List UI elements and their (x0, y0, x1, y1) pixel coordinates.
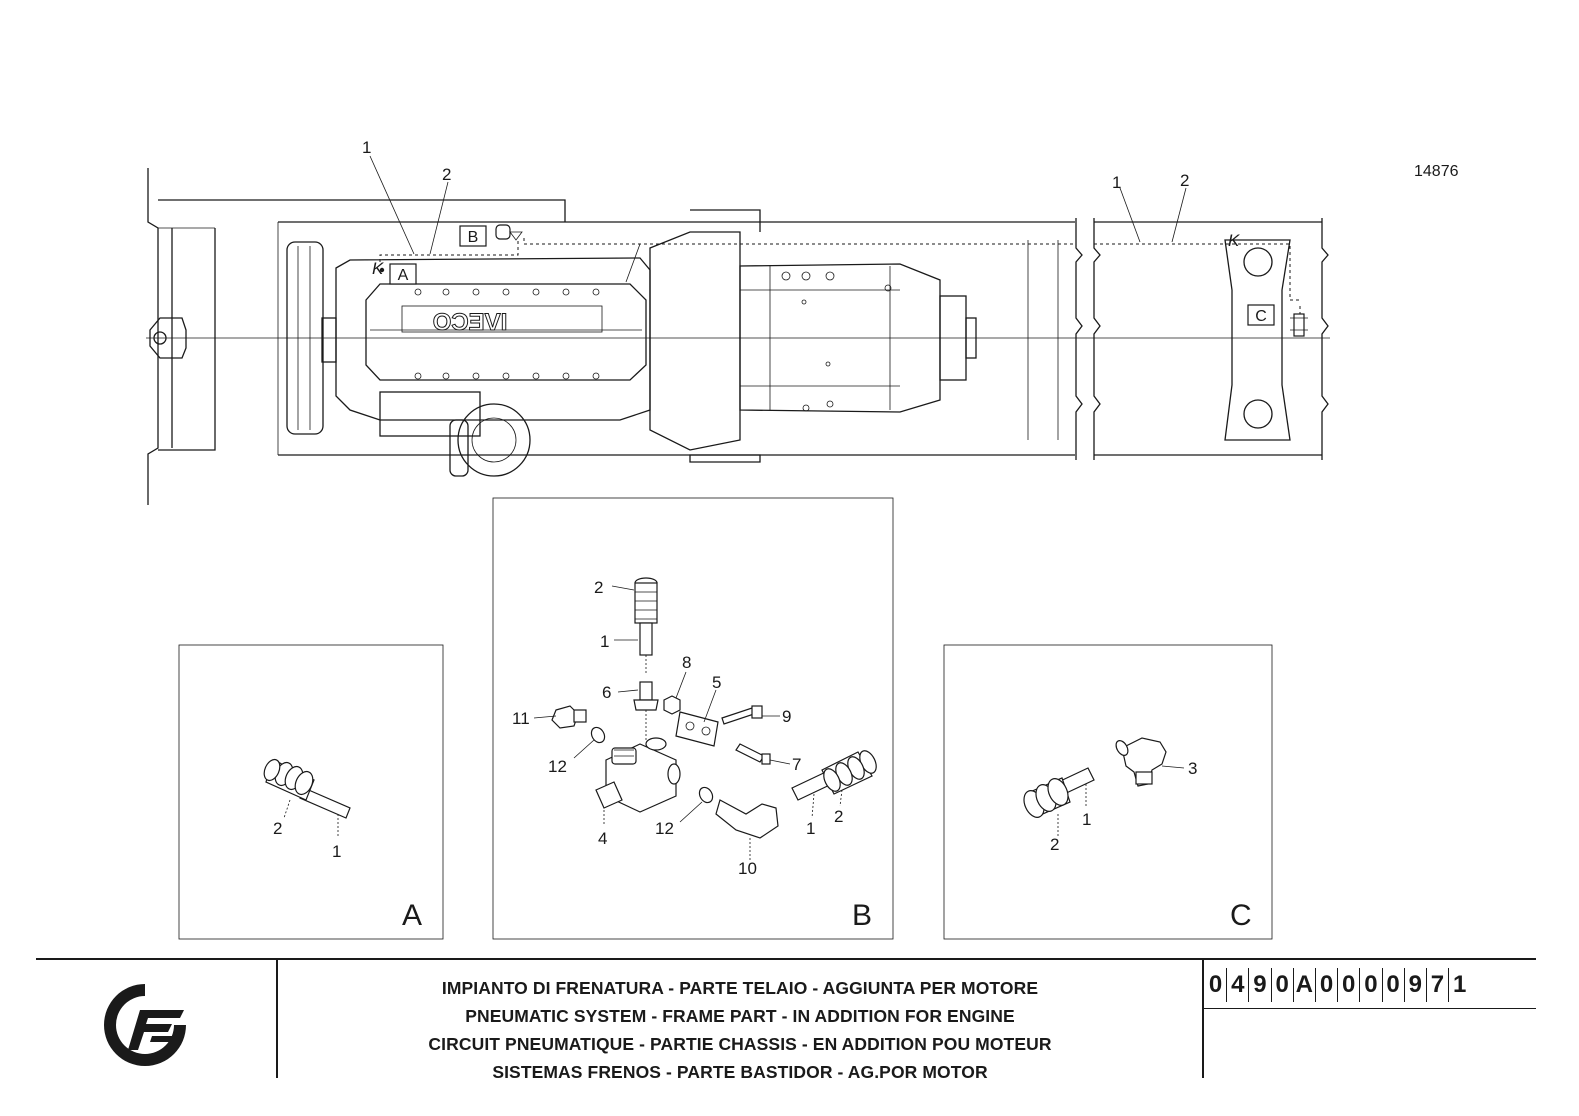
code-digit: 7 (1427, 968, 1450, 1002)
svg-text:K: K (372, 259, 384, 278)
main-callout-2: 2 (442, 165, 451, 184)
code-digit: 9 (1249, 968, 1272, 1002)
detail-c-parts (1023, 737, 1185, 836)
callout-box-b (459, 225, 487, 247)
detail-b-label-4: 4 (598, 829, 607, 848)
detail-b-letter: B (852, 899, 872, 932)
title-french: CIRCUIT PNEUMATIQUE - PARTIE CHASSIS - E… (428, 1034, 1052, 1054)
detail-b-label-6: 6 (602, 683, 611, 702)
code-digit: 9 (1405, 968, 1427, 1002)
title-block: IMPIANTO DI FRENATURA - PARTE TELAIO - A… (0, 958, 1579, 1116)
title-block-divider-right (1202, 960, 1204, 1078)
callout-box-a (389, 263, 417, 285)
code-digit: 1 (1452, 971, 1467, 998)
code-digit: 0 (1272, 968, 1294, 1002)
detail-b-label-7: 7 (792, 755, 801, 774)
detail-b-label-1-right: 1 (806, 819, 815, 838)
detail-b-label-8: 8 (682, 653, 691, 672)
engine-brand-text: IVECO (433, 309, 508, 336)
detail-b-frame (492, 497, 894, 940)
callout-box-a-label: A (398, 267, 409, 284)
detail-b-label-2-right: 2 (834, 807, 843, 826)
detail-a-frame (178, 644, 444, 940)
code-digit: 0 (1205, 968, 1228, 1002)
title-english: PNEUMATIC SYSTEM - FRAME PART - IN ADDIT… (465, 1006, 1015, 1026)
callout-box-c-label: C (1255, 308, 1267, 325)
detail-b-label-12-left: 12 (548, 757, 567, 776)
detail-b-label-9: 9 (782, 707, 791, 726)
detail-c-label-2: 2 (1050, 835, 1059, 854)
code-digit: 0 (1316, 968, 1339, 1002)
detail-a-label-1: 1 (332, 842, 341, 861)
detail-c-label-1: 1 (1082, 810, 1091, 829)
detail-c-letter: C (1230, 899, 1252, 932)
detail-b-label-12-right: 12 (655, 819, 674, 838)
title-spanish: SISTEMAS FRENOS - PARTE BASTIDOR - AG.PO… (492, 1062, 988, 1082)
company-logo-icon (104, 984, 186, 1066)
title-lines: IMPIANTO DI FRENATURA - PARTE TELAIO - A… (280, 974, 1200, 1086)
detail-b-label-5: 5 (712, 673, 721, 692)
code-digit: 0 (1383, 968, 1405, 1002)
code-digit: 4 (1227, 968, 1250, 1002)
code-digit: 0 (1360, 968, 1383, 1002)
title-block-top-rule (36, 958, 1536, 960)
callout-box-b-label: B (468, 229, 479, 246)
detail-c-frame (943, 644, 1273, 940)
drawing-number: 14876 (1414, 163, 1459, 180)
title-block-divider-left (276, 960, 278, 1078)
exploded-parts-diagram: 1 4 8 7 6 (146, 138, 1459, 940)
main-callout-2-rear: 2 (1180, 171, 1189, 190)
code-digit: 0 (1338, 968, 1361, 1002)
detail-b-label-10: 10 (738, 859, 757, 878)
chassis-top-view: IVECO K (146, 155, 1330, 505)
detail-a-label-2: 2 (273, 819, 282, 838)
part-code: 0 4 9 0 A 0 0 0 0 9 7 1 (1205, 968, 1470, 1002)
main-callout-1: 1 (362, 138, 371, 157)
detail-b-label-11: 11 (512, 709, 530, 728)
detail-c-label-3: 3 (1188, 759, 1197, 778)
detail-b-label-1-top: 1 (600, 632, 609, 651)
detail-a-parts (263, 758, 351, 836)
code-underline (1204, 1008, 1536, 1009)
detail-a-letter: A (402, 899, 422, 932)
detail-b-parts (533, 577, 877, 860)
detail-b-label-2-top: 2 (594, 578, 603, 597)
callout-box-c (1247, 304, 1275, 326)
svg-text:K: K (1228, 231, 1240, 250)
title-italian: IMPIANTO DI FRENATURA - PARTE TELAIO - A… (441, 978, 1039, 998)
code-digit: A (1294, 968, 1316, 1002)
main-callout-1-rear: 1 (1112, 173, 1121, 192)
engine-bolts (414, 288, 600, 380)
